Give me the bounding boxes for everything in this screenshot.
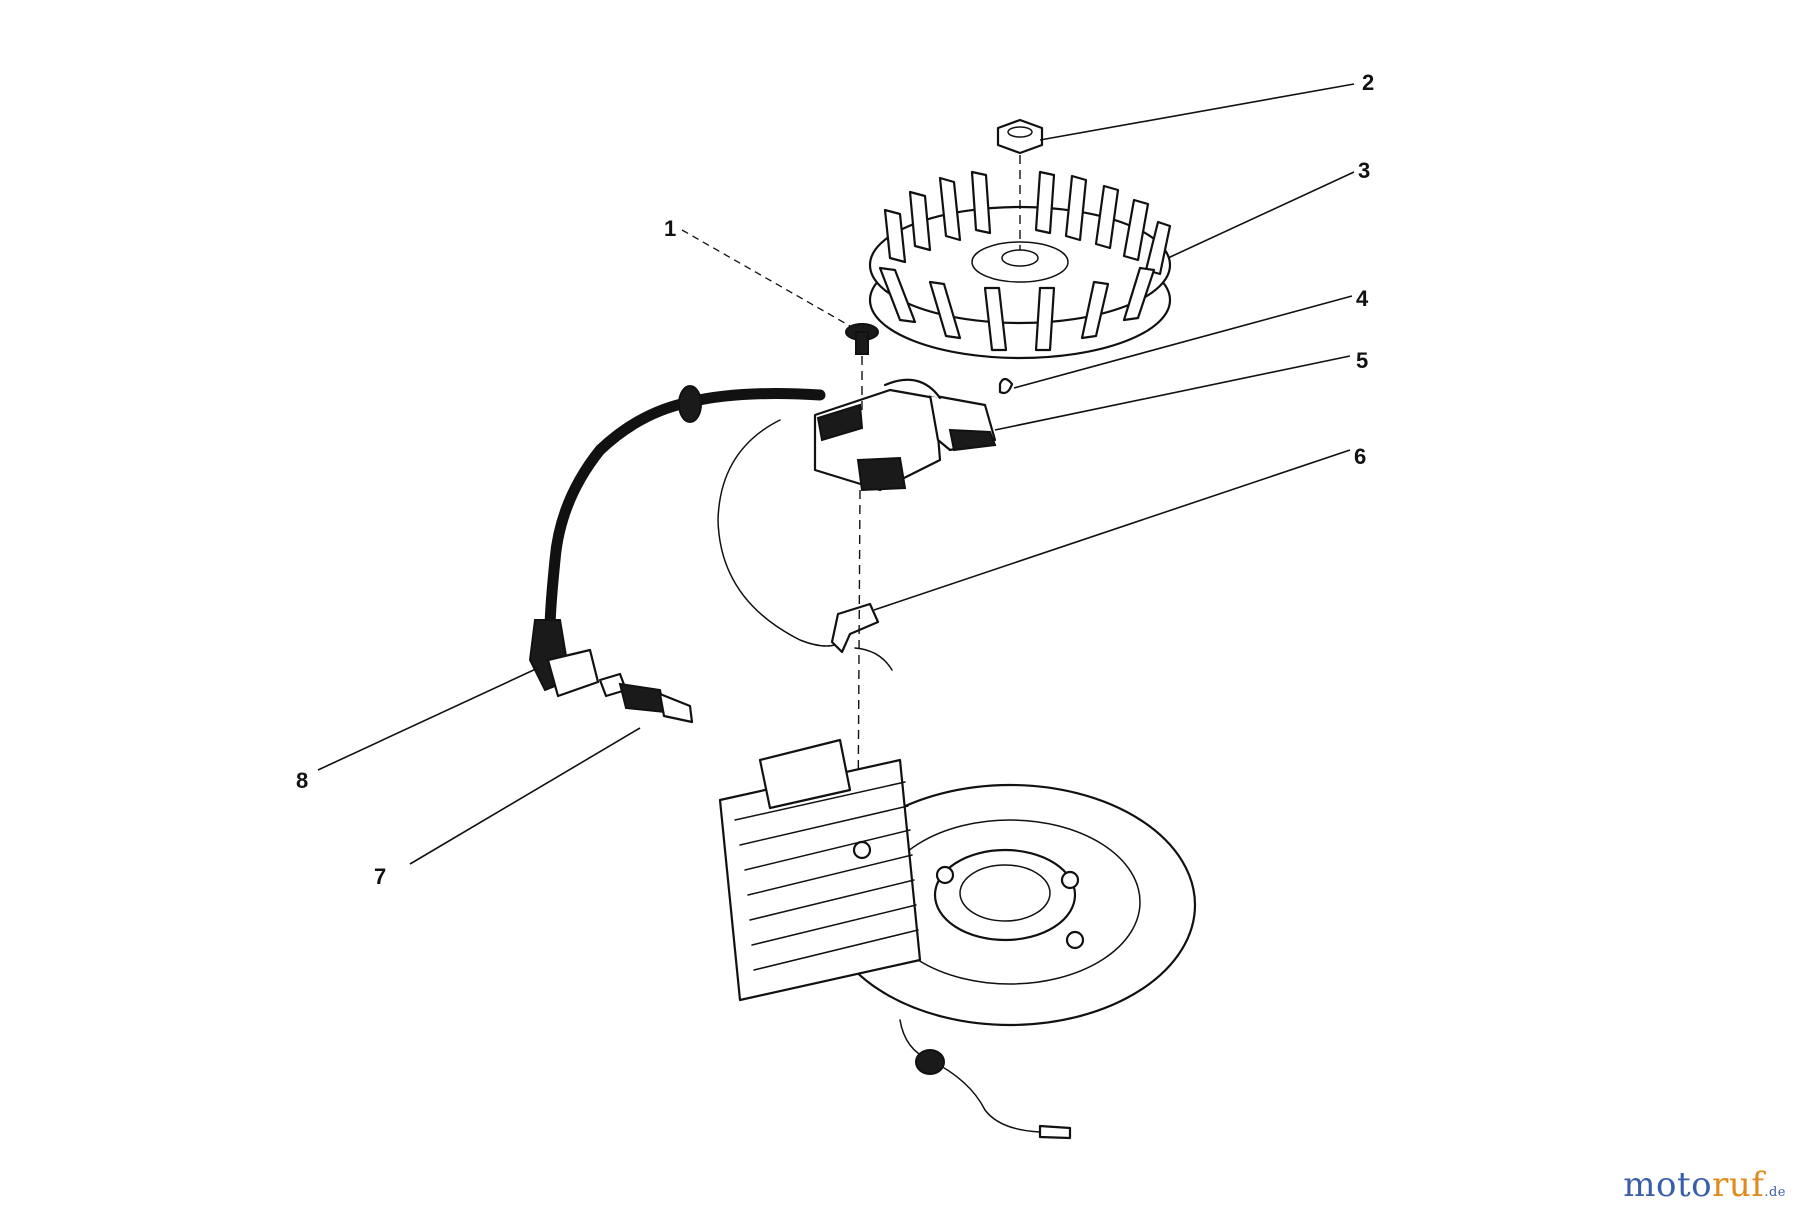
leader-3 [1167,171,1355,259]
callout-8: 8 [296,768,308,793]
mounting-screw [845,323,879,355]
watermark-logo: motoruf.de [1623,1165,1786,1205]
ignition-module [813,378,997,492]
callout-7: 7 [374,864,386,889]
leader-4 [1013,295,1353,389]
engine-block [718,738,1197,1140]
ground-wire [717,419,893,671]
watermark-orange: ruf [1712,1165,1765,1205]
watermark-blue: moto [1623,1165,1713,1205]
spark-plug [598,672,694,724]
spark-plug-lead [528,385,826,698]
callout-2: 2 [1362,70,1374,95]
leader-2 [1039,83,1355,141]
leader-5 [994,355,1351,431]
watermark-suffix: .de [1764,1185,1786,1200]
callout-3: 3 [1358,158,1370,183]
flywheel [868,170,1172,360]
leader-1 [681,229,851,327]
callout-4: 4 [1356,286,1369,311]
callout-6: 6 [1354,444,1366,469]
callout-1: 1 [664,216,676,241]
flywheel-nut [996,118,1044,155]
leader-8 [317,667,539,771]
callout-5: 5 [1356,348,1368,373]
leader-7 [409,727,641,865]
flywheel-key [998,377,1014,395]
leader-6 [873,449,1351,611]
